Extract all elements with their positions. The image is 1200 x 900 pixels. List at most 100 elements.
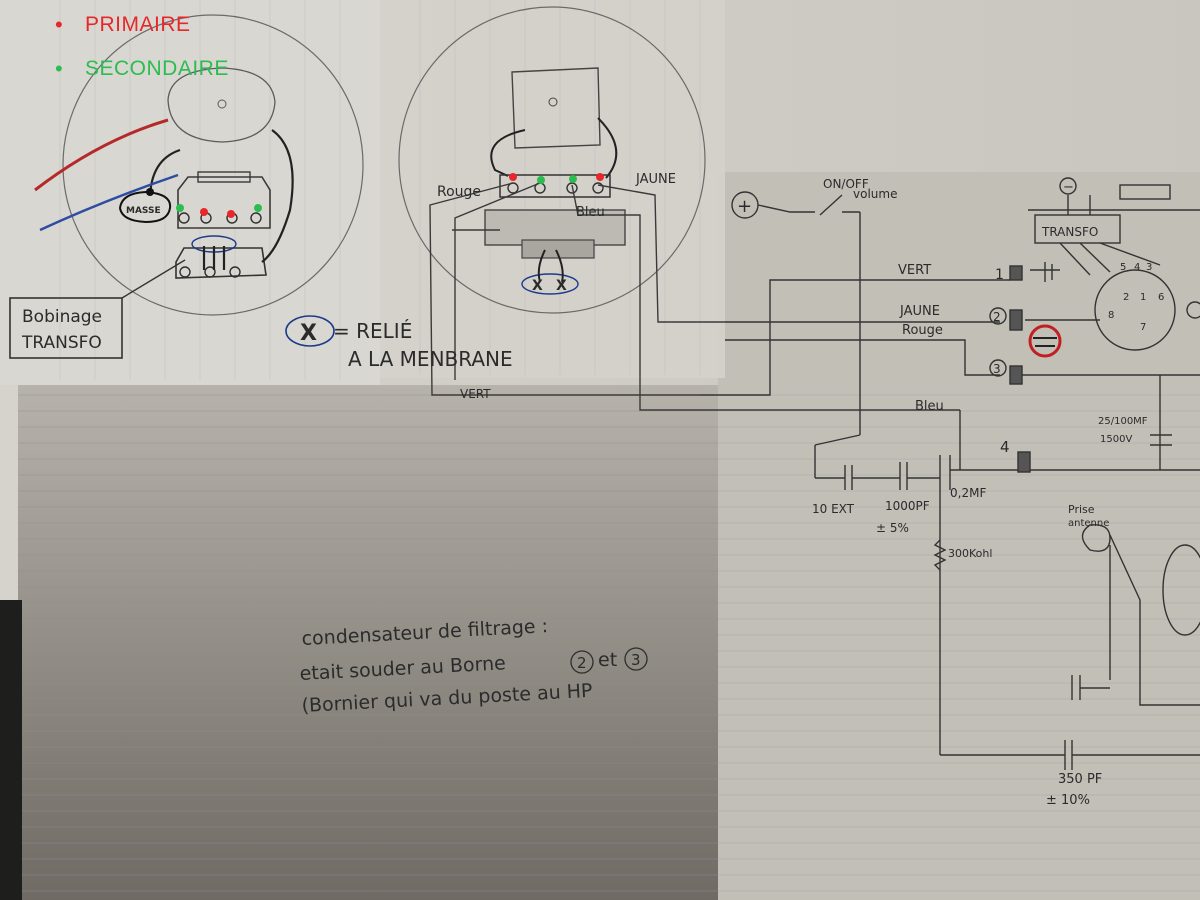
masse-label: MASSE xyxy=(126,206,161,216)
x-legend-ellipse xyxy=(285,315,335,347)
label-c1000-tol: ± 5% xyxy=(876,521,909,535)
tube-pin-labels: 5 4 3 2 1 6 7 8 xyxy=(1108,262,1164,333)
label-rouge: Rouge xyxy=(902,323,943,338)
pin-label: 7 xyxy=(1140,322,1146,333)
legend-primary-label: PRIMAIRE xyxy=(85,13,191,36)
primary-dot xyxy=(509,173,517,181)
pin-label: 2 xyxy=(1123,292,1129,303)
middle-label-jaune: JAUNE xyxy=(635,172,676,187)
middle-membrane-mount xyxy=(521,239,595,259)
terminal-4-block xyxy=(1017,451,1031,473)
middle-speaker-outline xyxy=(398,6,706,314)
left-speaker-sketch: MASSE Bobinage TRANSFO xyxy=(9,14,364,359)
label-r300: 300Kohl xyxy=(948,547,992,560)
minus-terminal xyxy=(1059,177,1077,195)
terminal-2-label: 2 xyxy=(993,310,1001,324)
note-line2b: 2 xyxy=(577,654,587,672)
filter-capacitor-marker xyxy=(1028,324,1062,358)
terminal-3-label: 3 xyxy=(993,362,1001,376)
bobinage-label-line1: Bobinage xyxy=(22,307,102,327)
label-plus: + xyxy=(737,196,752,217)
left-terminal-block xyxy=(177,176,271,229)
left-terminal-dots xyxy=(176,204,262,218)
note-line2c: et xyxy=(598,649,617,671)
middle-outgoing-wires xyxy=(429,182,960,411)
wire-legend: • PRIMAIRE • SECONDAIRE xyxy=(55,10,355,98)
relie-line1: = RELIÉ xyxy=(333,319,412,343)
label-prise: Prise xyxy=(1068,503,1095,516)
primary-dot xyxy=(227,210,235,218)
x-legend-mark: X xyxy=(300,321,317,346)
label-jaune: JAUNE xyxy=(899,304,940,319)
bobinage-label-line2: TRANSFO xyxy=(21,333,102,353)
pin-label: 3 xyxy=(1146,262,1152,273)
schematic-ruling xyxy=(718,385,1200,900)
label-c350-tol: ± 10% xyxy=(1046,793,1090,808)
terminal-2-block xyxy=(1009,309,1023,331)
middle-membrane-leads xyxy=(537,249,564,283)
label-vert: VERT xyxy=(898,263,931,278)
pin-label: 6 xyxy=(1158,292,1164,303)
pin-label: 1 xyxy=(1140,292,1146,303)
middle-label-vert: VERT xyxy=(460,387,491,401)
note-borne-2-circle xyxy=(570,650,594,674)
transfo-block xyxy=(1034,214,1121,244)
terminal-2-circle xyxy=(989,307,1007,325)
label-cap-top-1: 25/100MF xyxy=(1098,416,1148,427)
bobinage-pointer xyxy=(121,259,186,299)
secondary-dot xyxy=(254,204,262,212)
label-cap-top-2: 1500V xyxy=(1100,434,1132,445)
bobinage-box xyxy=(9,297,123,359)
primary-dot xyxy=(596,173,604,181)
secondary-dot xyxy=(537,176,545,184)
membrane-x-left: X xyxy=(532,278,543,294)
label-c350: 350 PF xyxy=(1058,772,1102,787)
terminal-3-block xyxy=(1009,365,1023,385)
label-antenne: antenne xyxy=(1068,518,1109,529)
terminal-4-label: 4 xyxy=(1000,438,1010,456)
middle-label-rouge: Rouge xyxy=(437,184,481,200)
left-magnet-center xyxy=(217,99,227,109)
middle-sketch-sheet xyxy=(380,0,725,378)
middle-speaker-sketch: X X Rouge JAUNE Bleu VERT X = RELIÉ A LA… xyxy=(285,6,960,411)
middle-base-plate xyxy=(484,209,626,246)
blue-lead xyxy=(39,173,179,232)
middle-label-bleu: Bleu xyxy=(576,205,605,220)
label-bleu: Bleu xyxy=(915,399,944,414)
radio-schematic xyxy=(700,177,1200,770)
label-transfo: TRANSFO xyxy=(1041,225,1098,239)
masse-bubble xyxy=(118,190,172,224)
terminal-1-label: 1 xyxy=(995,267,1004,283)
middle-loop-right xyxy=(597,117,618,179)
membrane-x-right: X xyxy=(556,278,567,294)
secondary-dot xyxy=(176,204,184,212)
label-on-off: ON/OFF xyxy=(823,177,869,191)
pin-label: 5 xyxy=(1120,262,1126,273)
label-minus: − xyxy=(1063,180,1074,195)
legend-primary: • PRIMAIRE xyxy=(55,10,355,54)
middle-transformer-center xyxy=(548,97,558,107)
terminal-3-circle xyxy=(989,359,1007,377)
left-speaker-outline xyxy=(62,14,364,316)
middle-membrane-marker xyxy=(521,273,579,295)
label-volume: volume xyxy=(853,187,897,201)
legend-secondary: • SECONDAIRE xyxy=(55,54,355,98)
middle-loop-left xyxy=(490,129,526,177)
left-terminal-top xyxy=(197,171,251,183)
tube-socket xyxy=(1094,269,1176,351)
secondary-dot xyxy=(569,175,577,183)
masse-wire-dot xyxy=(146,188,154,196)
note-line2d: 3 xyxy=(631,651,641,669)
middle-terminal-dots xyxy=(509,173,604,184)
label-c1000: 1000PF xyxy=(885,499,930,513)
note-borne-3-circle xyxy=(624,647,648,671)
left-dark-edge xyxy=(0,600,22,900)
terminal-1-block xyxy=(1009,265,1023,281)
antenna-jack xyxy=(1081,524,1111,552)
label-c02: 0,2MF xyxy=(950,486,986,500)
relie-line2: A LA MENBRANE xyxy=(348,347,513,371)
secondary-bullet-icon: • xyxy=(55,56,63,81)
resistor-300k xyxy=(933,539,947,571)
red-primary-lead xyxy=(34,118,169,192)
